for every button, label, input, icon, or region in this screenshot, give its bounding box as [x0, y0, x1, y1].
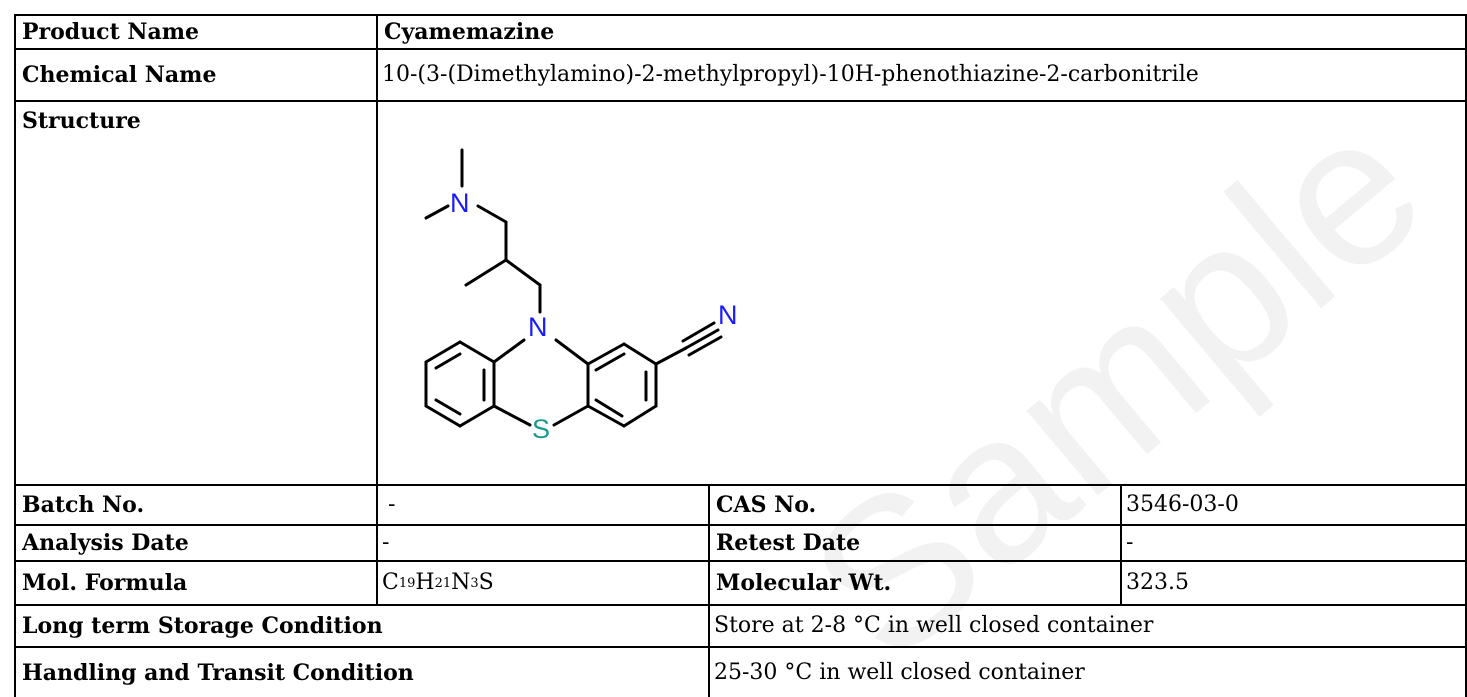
product-name-value: Cyamemazine	[376, 14, 1467, 50]
product-name-label: Product Name	[14, 14, 378, 50]
analysis-date-label: Analysis Date	[14, 524, 378, 562]
mol-formula-label: Mol. Formula	[14, 560, 378, 606]
chemical-name-value: 10-(3-(Dimethylamino)-2-methylpropyl)-10…	[376, 48, 1467, 102]
chemical-structure-drawing: N N N S	[424, 148, 738, 444]
storage-condition-label: Long term Storage Condition	[14, 604, 710, 648]
cas-no-label: CAS No.	[708, 484, 1122, 526]
retest-date-value: -	[1120, 524, 1467, 562]
formula-element-s: S	[478, 570, 494, 595]
batch-no-label: Batch No.	[14, 484, 378, 526]
formula-element-n: N	[451, 570, 471, 595]
formula-count-n: 3	[470, 575, 479, 591]
formula-element-c: C	[382, 570, 399, 595]
chemical-name-label: Chemical Name	[14, 48, 378, 102]
molecular-wt-value: 323.5	[1120, 560, 1467, 606]
ring-nitrogen-atom: N	[528, 312, 548, 342]
formula-count-c: 19	[398, 575, 416, 591]
analysis-date-value: -	[376, 524, 710, 562]
cas-no-value: 3546-03-0	[1120, 484, 1467, 526]
sulfur-atom: S	[532, 414, 550, 444]
formula-count-h: 21	[434, 575, 452, 591]
storage-condition-value: Store at 2-8 °C in well closed container	[708, 604, 1467, 648]
retest-date-label: Retest Date	[708, 524, 1122, 562]
structure-label: Structure	[14, 100, 378, 486]
handling-condition-value: 25-30 °C in well closed container	[708, 646, 1467, 697]
batch-no-value: -	[376, 484, 710, 526]
nitrile-nitrogen-atom: N	[718, 300, 738, 330]
amine-nitrogen-atom: N	[450, 188, 470, 218]
formula-element-h: H	[415, 570, 435, 595]
molecular-wt-label: Molecular Wt.	[708, 560, 1122, 606]
handling-condition-label: Handling and Transit Condition	[14, 646, 710, 697]
